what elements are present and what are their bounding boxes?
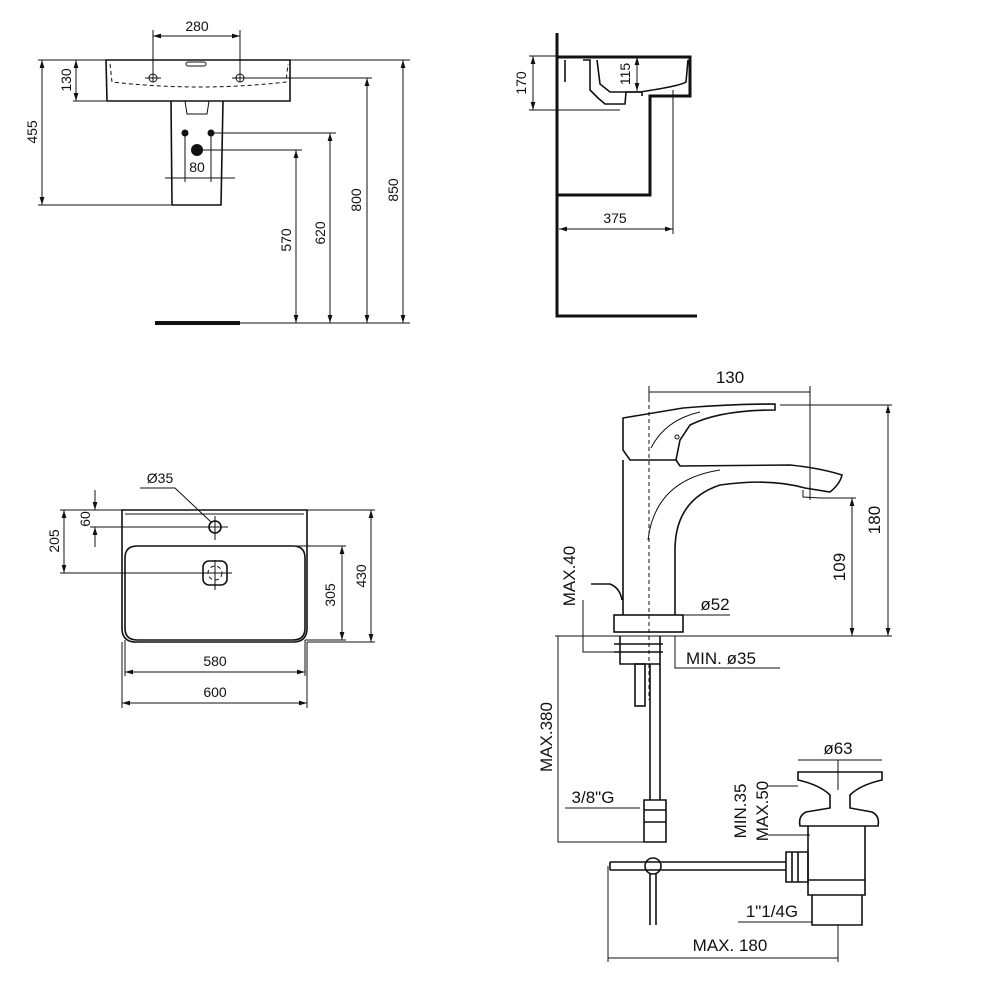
dim-overall-height: 180 <box>865 506 884 534</box>
dim-pedestal-height: 455 <box>24 120 40 144</box>
dim-rod-length: MAX. 180 <box>693 936 768 955</box>
dim-overall-depth: 430 <box>353 564 369 588</box>
plan-view: Ø35 60 205 305 430 580 600 <box>46 470 375 708</box>
dim-spout-height: 109 <box>830 553 849 581</box>
dim-projection: 375 <box>603 210 627 226</box>
waste-flange <box>797 771 883 827</box>
faucet-view: 130 180 109 MAX.40 ø52 MIN. ø35 MAX.380 … <box>537 368 892 962</box>
dim-hose-length: MAX.380 <box>537 702 556 772</box>
dim-hose-thread: 3/8"G <box>572 788 615 807</box>
dim-supply-spacing: 80 <box>189 159 205 175</box>
dim-tap-height: 800 <box>348 188 364 212</box>
dim-waste-min: MIN.35 <box>731 784 750 839</box>
dim-bowl-depth-plan: 305 <box>322 583 338 607</box>
supply-hose <box>649 664 661 800</box>
base-plate <box>613 614 684 633</box>
front-view: 280 80 130 455 570 620 800 850 <box>24 18 410 325</box>
handle <box>622 403 776 461</box>
faucet-body <box>622 459 843 615</box>
waste-body <box>807 826 866 926</box>
dim-waste-diameter: ø63 <box>823 739 852 758</box>
dim-tap-spacing: 280 <box>185 18 209 34</box>
dim-waste-height: 570 <box>278 228 294 252</box>
pop-up-rod <box>634 663 646 707</box>
dim-basin-height: 130 <box>58 68 74 92</box>
overflow-slot <box>185 61 207 67</box>
side-view: 170 115 375 <box>513 33 697 318</box>
dim-waste-max: MAX.50 <box>753 781 772 841</box>
pop-up-lever <box>609 861 786 871</box>
dim-bowl-depth: 115 <box>617 63 633 86</box>
dim-tap-hole-diameter: Ø35 <box>147 470 174 486</box>
dim-overall-width: 600 <box>203 684 227 700</box>
dim-total-depth: 170 <box>513 71 529 95</box>
dim-inner-width: 580 <box>203 653 227 669</box>
wall-and-floor <box>555 33 697 318</box>
basin-outline <box>105 59 291 102</box>
basin-outline-top <box>121 509 308 643</box>
mounting-nut <box>614 636 663 665</box>
dim-deck-thickness: MAX.40 <box>560 546 579 606</box>
dim-drain-offset: 205 <box>46 529 62 553</box>
dim-waste-thread: 1"1/4G <box>746 902 798 921</box>
dim-base-diameter: ø52 <box>700 595 729 614</box>
dim-spout-reach: 130 <box>716 368 744 387</box>
dim-rim-height: 850 <box>385 178 401 202</box>
pedestal-outline <box>170 100 224 206</box>
pivot-ball <box>644 857 662 875</box>
dim-tap-hole-offset: 60 <box>77 511 93 527</box>
dim-hole-diameter: MIN. ø35 <box>686 649 756 668</box>
dim-supply-height: 620 <box>312 221 328 245</box>
